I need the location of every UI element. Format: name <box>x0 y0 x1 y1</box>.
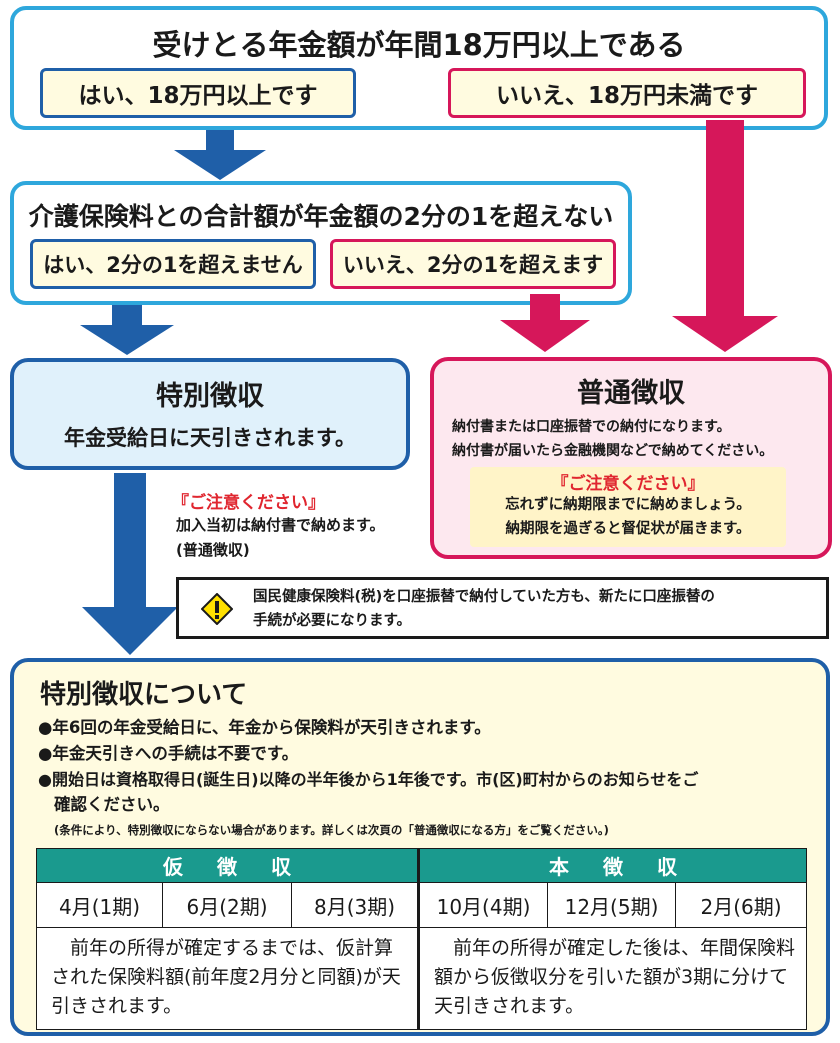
period-cell: 10月(4期) <box>417 882 548 928</box>
step2-question: 介護保険料との合計額が年金額の2分の1を超えない <box>28 202 614 231</box>
header-provisional: 仮徴収 <box>36 848 419 883</box>
about-bullet3-line2: 確認ください。 <box>54 795 170 814</box>
desc-main: 前年の所得が確定した後は、年間保険料額から仮徴収分を引いた額が3期に分けて天引き… <box>417 927 807 1030</box>
futsu-line1: 納付書または口座振替での納付になります。 <box>452 419 731 435</box>
tokubetsu-caution-title: 『ご注意ください』 <box>172 493 325 513</box>
step1-box: 受けとる年金額が年間18万円以上である はい、18万円以上です いいえ、18万円… <box>10 6 828 130</box>
futsu-caution-title: 『ご注意ください』 <box>551 474 705 494</box>
tokubetsu-title: 特別徴収 <box>156 381 264 412</box>
step2-no-label: いいえ、2分の1を超えます <box>330 239 616 289</box>
arrow-down-red-long <box>672 120 778 352</box>
notice-line2: 手続が必要になります。 <box>253 613 412 629</box>
futsu-line2: 納付書が届いたら金融機関などで納めてください。 <box>452 443 774 459</box>
period-cell: 8月(3期) <box>291 882 419 928</box>
desc-provisional: 前年の所得が確定するまでは、仮計算された保険料額(前年度2月分と同額)が天引きさ… <box>36 927 419 1030</box>
futsu-caution-line2: 納期限を過ぎると督促状が届きます。 <box>505 521 751 537</box>
step1-question: 受けとる年金額が年間18万円以上である <box>152 28 686 62</box>
collection-schedule-table: 仮徴収 本徴収 4月(1期) 6月(2期) 8月(3期) 10月(4期) 12月… <box>36 848 807 1030</box>
futsu-title: 普通徴収 <box>577 378 685 409</box>
period-cell: 6月(2期) <box>162 882 292 928</box>
notice-line1: 国民健康保険料(税)を口座振替で納付していた方も、新たに口座振替の <box>253 589 715 605</box>
header-main: 本徴収 <box>417 848 807 883</box>
step1-yes-label: はい、18万円以上です <box>40 68 356 118</box>
period-cell: 12月(5期) <box>547 882 676 928</box>
exclamation-warning-icon <box>201 593 233 625</box>
futsu-caution-panel: 『ご注意ください』 忘れずに納期限までに納めましょう。 納期限を過ぎると督促状が… <box>470 467 786 547</box>
about-note: (条件により、特別徴収にならない場合があります。詳しくは次頁の「普通徴収になる方… <box>54 823 609 837</box>
arrow-down-blue-2 <box>80 305 174 355</box>
about-title: 特別徴収について <box>40 680 248 710</box>
period-cell: 2月(6期) <box>675 882 807 928</box>
arrow-down-blue-long <box>82 473 178 655</box>
tokubetsu-caution-line2: (普通徴収) <box>176 541 250 559</box>
about-bullet1: ●年6回の年金受給日に、年金から保険料が天引きされます。 <box>38 718 491 737</box>
arrow-down-red-short <box>500 294 590 352</box>
futsu-caution-line1: 忘れずに納期限までに納めましょう。 <box>505 497 751 513</box>
step2-box: 介護保険料との合計額が年金額の2分の1を超えない はい、2分の1を超えません い… <box>10 181 632 305</box>
step2-yes-label: はい、2分の1を超えません <box>30 239 316 289</box>
tokubetsu-subtitle: 年金受給日に天引きされます。 <box>64 426 356 450</box>
step1-no-label: いいえ、18万円未満です <box>448 68 806 118</box>
about-bullet2: ●年金天引きへの手続は不要です。 <box>38 744 299 763</box>
tokubetsu-box: 特別徴収 年金受給日に天引きされます。 <box>10 358 410 470</box>
futsu-box: 普通徴収 納付書または口座振替での納付になります。 納付書が届いたら金融機関など… <box>430 357 832 559</box>
arrow-down-blue-1 <box>174 130 266 180</box>
notice-box: 国民健康保険料(税)を口座振替で納付していた方も、新たに口座振替の 手続が必要に… <box>176 577 829 639</box>
about-box: 特別徴収について ●年6回の年金受給日に、年金から保険料が天引きされます。 ●年… <box>10 658 830 1036</box>
about-bullet3-line1: ●開始日は資格取得日(誕生日)以降の半年後から1年後です。市(区)町村からのお知… <box>38 770 699 789</box>
period-cell: 4月(1期) <box>36 882 163 928</box>
tokubetsu-caution-line1: 加入当初は納付書で納めます。 <box>176 516 385 534</box>
